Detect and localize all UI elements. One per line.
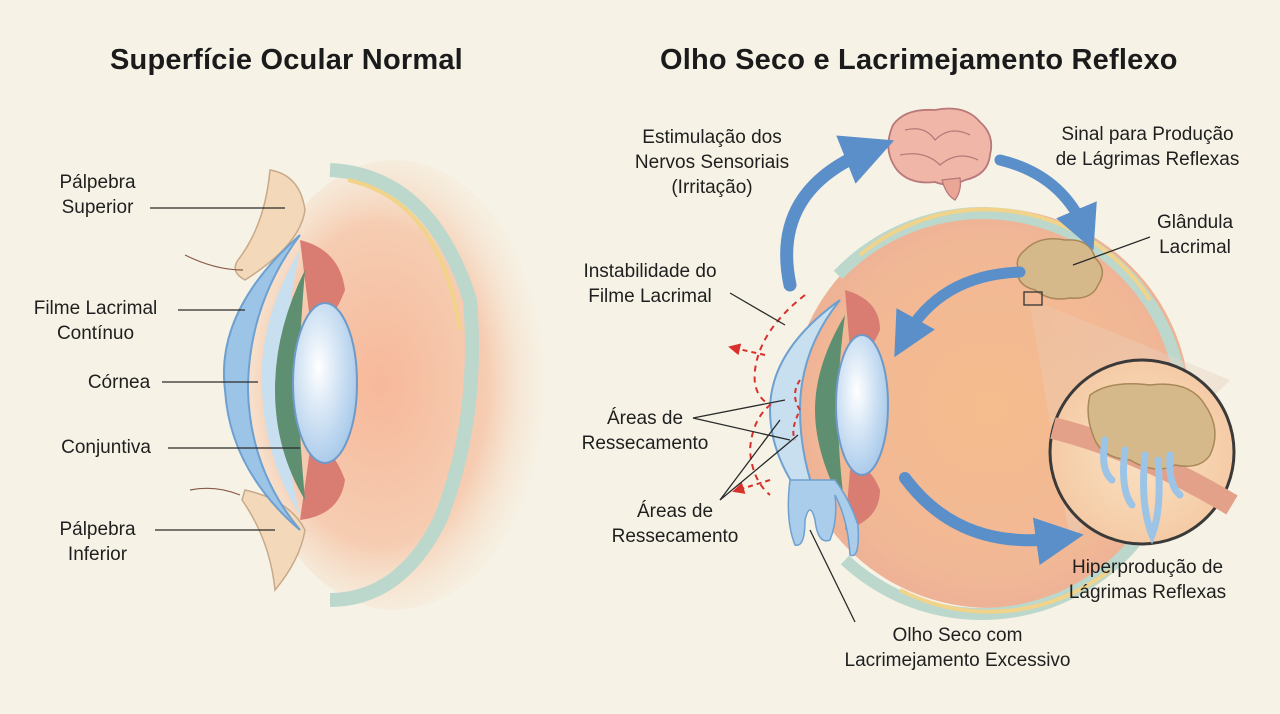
normal-eye-illustration [150, 160, 545, 610]
label-lacrimal-gland: Glândula Lacrimal [1156, 212, 1234, 258]
left-lens [292, 302, 358, 464]
label-conjunctiva: Conjuntiva [61, 437, 151, 458]
label-hyperproduction: Hiperprodução de Lágrimas Reflexas [1068, 557, 1227, 603]
label-cornea: Córnea [87, 372, 151, 393]
leader-lacrimal-gland [1072, 236, 1151, 266]
magnified-gland [1087, 383, 1216, 470]
right-ciliary-upper [845, 290, 880, 353]
title-dry-eye: Olho Seco e Lacrimejamento Reflexo [660, 44, 1178, 76]
label-lower-eyelid: Pálpebra Inferior [59, 519, 136, 565]
leader-dry-eye-tearing [809, 529, 856, 623]
left-upper-lashes [184, 254, 244, 271]
left-iris [275, 270, 305, 500]
left-ciliary-upper [300, 240, 345, 322]
label-film-instability: Instabilidade do Filme Lacrimal [583, 261, 717, 307]
label-upper-eyelid: Pálpebra Superior [59, 172, 136, 218]
left-tear-film [223, 234, 301, 531]
evaporation-arrow-lower [732, 479, 771, 494]
dry-eye-illustration [692, 107, 1238, 623]
right-choroid-upper [858, 207, 1152, 302]
label-nerve-stimulation: Estimulação dos Nervos Sensoriais (Irrit… [634, 127, 790, 198]
magnifier [1048, 358, 1238, 546]
brain-illustration [887, 107, 993, 201]
arrow-gland-to-eye [894, 266, 1026, 358]
leader-dry-areas-1a [692, 399, 786, 419]
left-lower-lashes [189, 487, 241, 496]
zoom-box [1023, 291, 1043, 306]
leader-dry-areas-2a [719, 419, 781, 501]
magnified-tears [1100, 436, 1184, 545]
instability-boundary [748, 294, 806, 496]
label-tear-film: Filme Lacrimal Contínuo [33, 298, 158, 344]
brain-folds [899, 128, 979, 166]
right-lens [835, 334, 889, 476]
leader-dry-areas-2b [719, 434, 799, 501]
left-choroid-line [347, 178, 462, 331]
left-ciliary-lower [300, 448, 345, 520]
brain-stem [941, 177, 962, 201]
left-upper-eyelid [234, 169, 306, 281]
label-dry-areas-1: Áreas de Ressecamento [581, 408, 709, 454]
leader-dry-areas-1b [692, 417, 791, 441]
arrow-brain-to-gland [994, 154, 1097, 251]
right-choroid-lower [899, 568, 1112, 614]
title-normal-eye: Superfície Ocular Normal [110, 44, 463, 76]
arrow-hyperproduction [899, 472, 1084, 566]
tears-dripping [787, 479, 860, 557]
right-iris [815, 315, 845, 510]
dry-spot-outline [792, 379, 802, 441]
leader-film-instability [729, 292, 786, 326]
label-dry-areas-2: Áreas de Ressecamento [611, 501, 739, 547]
label-dry-eye-tearing: Olho Seco com Lacrimejamento Excessivo [844, 625, 1071, 671]
brain-cerebrum [887, 107, 993, 186]
arrow-nerve-to-brain [780, 135, 895, 292]
label-signal: Sinal para Produção de Lágrimas Reflexas [1055, 124, 1240, 170]
left-sclera-band [329, 163, 479, 607]
